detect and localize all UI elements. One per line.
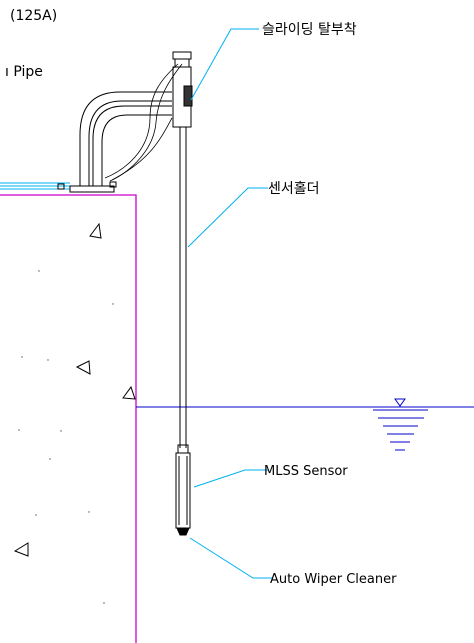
concrete-dots <box>18 270 114 604</box>
bent-pipe <box>79 91 172 186</box>
mlss-sensor-label: MLSS Sensor <box>264 464 348 479</box>
mlss-sensor-body <box>175 444 191 536</box>
sliding-mount-clamp <box>172 51 193 128</box>
water-level <box>136 398 474 451</box>
sensor-cable <box>104 63 183 182</box>
auto-wiper-label: Auto Wiper Cleaner <box>270 572 397 587</box>
pipe-label: ı Pipe <box>5 64 43 80</box>
pipe-size-label: (125A) <box>10 8 57 24</box>
leader-lines <box>187 28 272 579</box>
concrete-hatch <box>13 222 136 557</box>
mounting-base <box>57 181 117 193</box>
tank-wall <box>0 194 137 643</box>
sensor-holder-label: 센서홀더 <box>268 181 320 197</box>
sliding-mount-label: 슬라이딩 탈부착 <box>262 22 357 38</box>
sensor-holder-rod <box>179 127 187 448</box>
